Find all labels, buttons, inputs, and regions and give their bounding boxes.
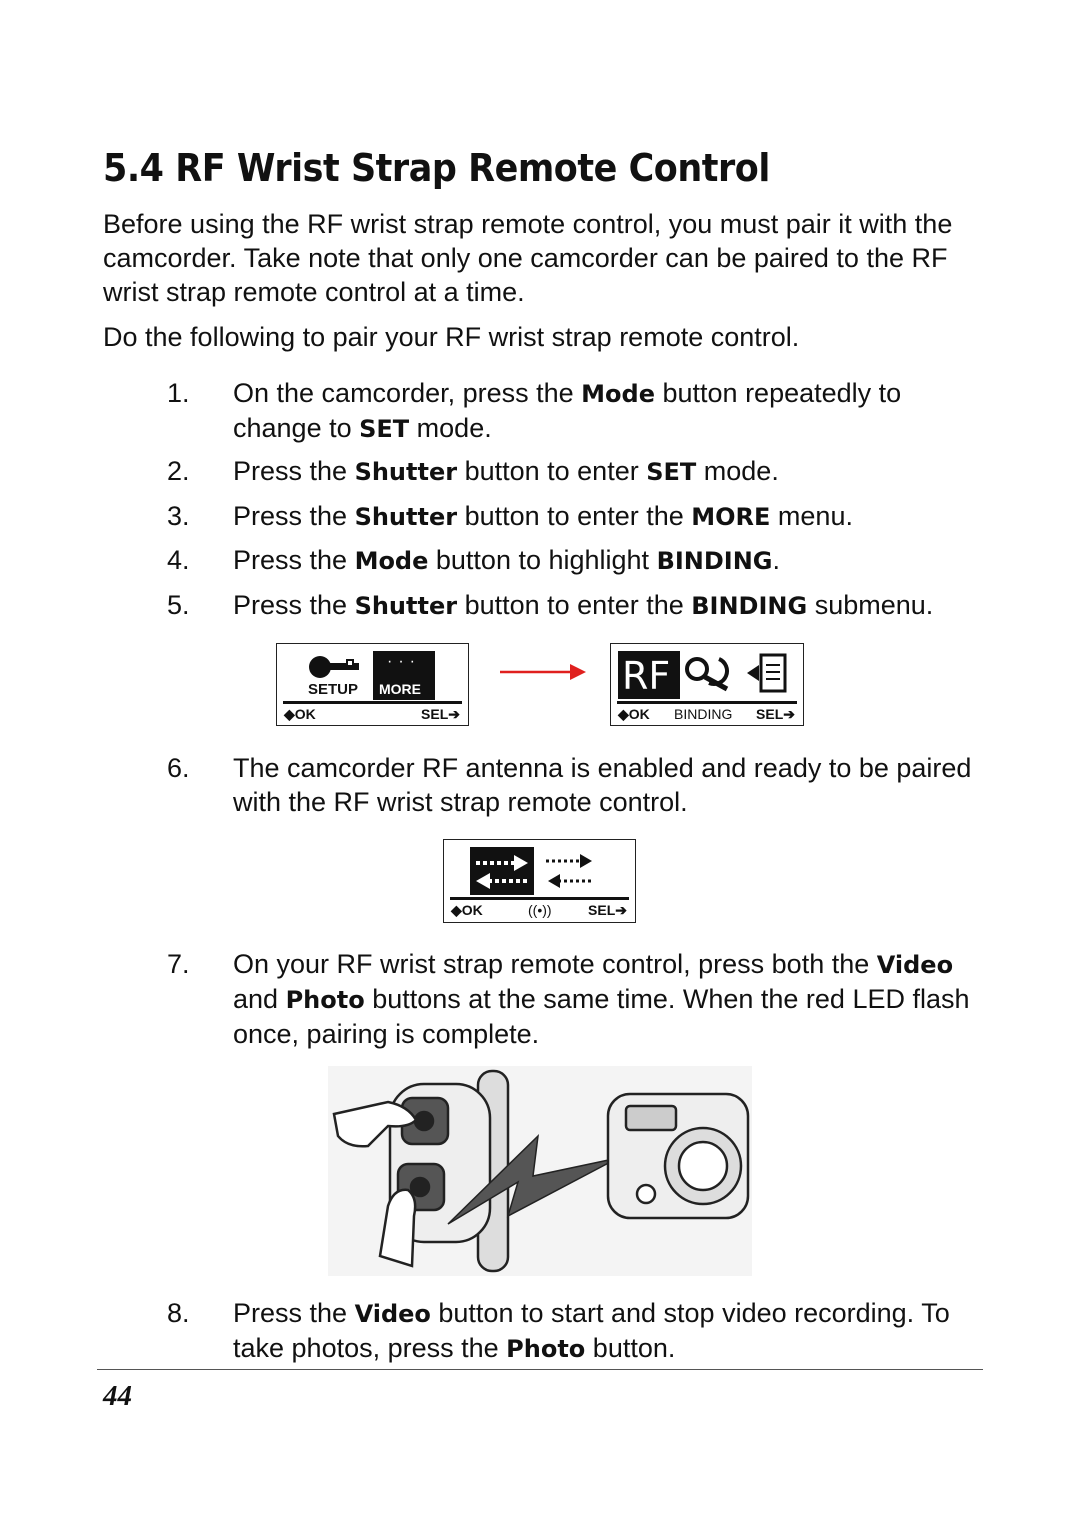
rf-label: RF xyxy=(622,654,671,698)
key-icon xyxy=(309,656,359,678)
emphasized-term: MORE xyxy=(691,503,771,531)
step-text-run: The camcorder RF antenna is enabled and … xyxy=(233,753,972,817)
more-dots-icon: ··· xyxy=(387,653,421,670)
lcd-pairing-screen: ◆OK ((•)) SEL➔ xyxy=(443,839,636,923)
exchange-arrows-icon xyxy=(476,855,528,889)
ok-softkey: ◆OK xyxy=(618,706,650,722)
step-text: Press the Video button to start and stop… xyxy=(233,1296,973,1366)
emphasized-term: Mode xyxy=(581,380,655,408)
emphasized-term: Photo xyxy=(506,1335,586,1363)
step-text: The camcorder RF antenna is enabled and … xyxy=(233,751,973,819)
step-text: Press the Shutter button to enter SET mo… xyxy=(233,454,973,489)
tools-icon xyxy=(685,657,729,692)
emphasized-term: BINDING xyxy=(691,592,808,620)
step-number: 4. xyxy=(167,545,190,575)
emphasized-term: SET xyxy=(646,458,697,486)
lead-paragraph: Do the following to pair your RF wrist s… xyxy=(103,322,800,352)
pair-tile xyxy=(470,847,534,895)
more-tile: ··· MORE xyxy=(373,651,435,700)
step-text-run: buttons at the same time. When the red L… xyxy=(233,984,970,1049)
exchange-arrows-icon xyxy=(546,854,594,888)
binding-label: BINDING xyxy=(674,706,733,722)
page-title: 5.4 RF Wrist Strap Remote Control xyxy=(103,146,770,190)
step-text-run: and xyxy=(233,984,286,1014)
emphasized-term: Photo xyxy=(285,986,365,1014)
sel-softkey: SEL➔ xyxy=(421,706,460,722)
step-text-run: button repeatedly to change to xyxy=(233,378,902,443)
divider xyxy=(450,897,629,900)
emphasized-term: Video xyxy=(354,1300,431,1328)
step-text-run: button to enter xyxy=(457,456,647,486)
emphasized-term: BINDING xyxy=(656,547,773,575)
step-text-run: Press the xyxy=(233,545,355,575)
step-text-run: Press the xyxy=(233,1298,355,1328)
hand-icon xyxy=(332,1100,418,1268)
step-text-run: button. xyxy=(585,1333,676,1363)
intro-paragraph: Before using the RF wrist strap remote c… xyxy=(103,209,953,307)
exit-menu-icon xyxy=(747,653,787,693)
more-label: MORE xyxy=(379,681,421,697)
divider xyxy=(617,701,797,704)
step-text-run: . xyxy=(772,545,781,575)
step-number: 7. xyxy=(167,949,190,979)
step-text-run: menu. xyxy=(770,501,853,531)
step-text-run: On the camcorder, press the xyxy=(233,378,582,408)
lcd-binding-screen: RF ◆OK BINDING SEL➔ xyxy=(610,643,804,726)
pairing-illustration xyxy=(328,1066,752,1276)
step-number: 8. xyxy=(167,1298,190,1328)
step-text-run: Press the xyxy=(233,590,355,620)
emphasized-term: Shutter xyxy=(354,458,458,486)
step-text-run: Press the xyxy=(233,456,355,486)
emphasized-term: Mode xyxy=(354,547,429,575)
divider xyxy=(283,701,462,704)
emphasized-term: Shutter xyxy=(354,592,458,620)
step-number: 6. xyxy=(167,753,190,783)
step-number: 2. xyxy=(167,456,190,486)
camcorder-icon xyxy=(606,1092,750,1220)
page-number: 44 xyxy=(103,1380,132,1412)
step-number: 5. xyxy=(167,590,190,620)
ok-softkey: ◆OK xyxy=(451,902,483,918)
step-text-run: Press the xyxy=(233,501,355,531)
step-text-run: mode. xyxy=(696,456,779,486)
step-text-run: button to start and stop video recording… xyxy=(233,1298,950,1363)
step-text-run: button to enter the xyxy=(457,501,692,531)
step-text: Press the Shutter button to enter the MO… xyxy=(233,499,973,534)
step-number: 1. xyxy=(167,378,190,408)
emphasized-term: Shutter xyxy=(354,503,458,531)
signal-icon: ((•)) xyxy=(528,902,552,918)
step-text: Press the Shutter button to enter the BI… xyxy=(233,588,973,623)
emphasized-term: SET xyxy=(359,415,410,443)
setup-label: SETUP xyxy=(308,681,359,698)
step-text-run: On your RF wrist strap remote control, p… xyxy=(233,949,877,979)
step-text: On your RF wrist strap remote control, p… xyxy=(233,947,973,1051)
step-text: Press the Mode button to highlight BINDI… xyxy=(233,543,973,578)
step-text-run: button to enter the xyxy=(457,590,692,620)
ok-softkey: ◆OK xyxy=(284,706,316,722)
step-text-run: button to highlight xyxy=(428,545,657,575)
emphasized-term: Video xyxy=(876,951,954,979)
step-text: On the camcorder, press the Mode button … xyxy=(233,376,973,446)
rf-tile: RF xyxy=(618,651,680,699)
lcd-setup-more-screen: SETUP ··· MORE ◆OK SEL➔ xyxy=(276,643,469,726)
red-arrow-icon xyxy=(500,664,586,680)
footer-rule xyxy=(97,1369,983,1370)
sel-softkey: SEL➔ xyxy=(756,706,795,722)
sel-softkey: SEL➔ xyxy=(588,902,627,918)
step-text-run: submenu. xyxy=(807,590,934,620)
step-number: 3. xyxy=(167,501,190,531)
step-text-run: mode. xyxy=(409,413,492,443)
